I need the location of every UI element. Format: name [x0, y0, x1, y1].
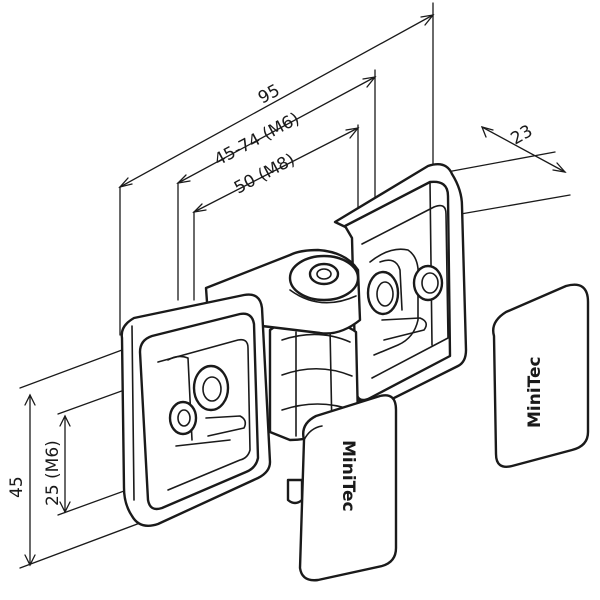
logo-text-front: MiniTec: [338, 440, 358, 512]
right-hinge-leaf: [333, 163, 468, 412]
logo-text-back: MiniTec: [525, 356, 545, 428]
dimension-group-right: 23: [446, 121, 571, 216]
dim-line-45-74: [177, 76, 376, 184]
dim-label-25: 25 (M6): [43, 440, 63, 506]
front-cap: MiniTec: [298, 394, 398, 582]
dim-line-50: [193, 127, 359, 213]
dim-line-95: [119, 14, 434, 188]
back-cap: MiniTec: [492, 283, 590, 468]
dim-line-23: [481, 126, 566, 173]
screw-stubs: [286, 478, 304, 505]
left-hinge-leaf: [120, 293, 272, 527]
dim-label-95: 95: [255, 81, 283, 109]
dim-label-23: 23: [508, 121, 537, 149]
dim-label-45: 45: [7, 476, 27, 498]
